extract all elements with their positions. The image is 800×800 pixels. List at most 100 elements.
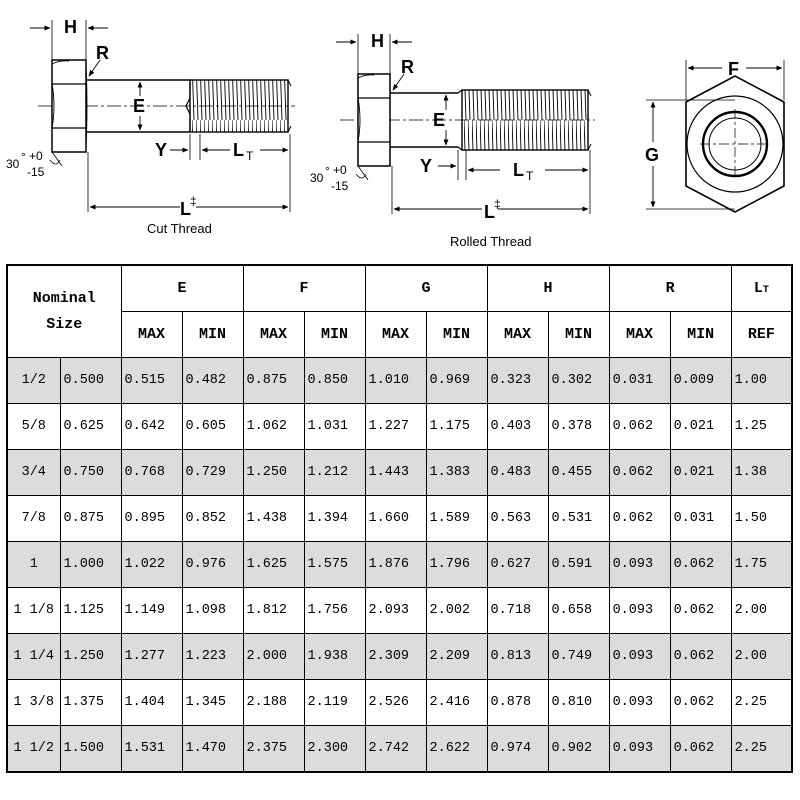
rolled-lt-sub: T xyxy=(526,169,534,183)
cell-r-min: 0.021 xyxy=(669,449,732,496)
rolled-thread-labels: H R E Y L T L ‡ 30 ° +0 -15 Rolled Threa… xyxy=(310,31,534,249)
cell-r-min: 0.009 xyxy=(669,357,732,404)
hex-head-view xyxy=(646,60,785,213)
cell-r-max: 0.093 xyxy=(608,541,671,588)
cell-f-max: 1.062 xyxy=(242,403,305,450)
cell-decimal: 1.125 xyxy=(59,587,122,634)
cell-e-max: 1.277 xyxy=(120,633,183,680)
cell-h-max: 0.403 xyxy=(486,403,549,450)
cell-size: 1 1/4 xyxy=(6,633,61,680)
cell-f-max: 2.000 xyxy=(242,633,305,680)
cell-decimal: 1.375 xyxy=(59,679,122,726)
cell-size: 1/2 xyxy=(6,357,61,404)
cell-f-max: 1.625 xyxy=(242,541,305,588)
rolled-caption: Rolled Thread xyxy=(450,234,531,249)
cell-g-min: 2.622 xyxy=(425,725,488,773)
cell-lt-ref: 1.00 xyxy=(730,357,793,404)
cell-h-max: 0.563 xyxy=(486,495,549,542)
cut-thread-labels: H R E Y L T L ‡ 30 ° +0 -15 Cut Thread xyxy=(6,17,254,236)
cell-decimal: 1.500 xyxy=(59,725,122,773)
cell-g-min: 1.589 xyxy=(425,495,488,542)
table-row: 1 1/4 1.250 1.277 1.223 2.000 1.938 2.30… xyxy=(6,633,793,680)
cell-decimal: 0.500 xyxy=(59,357,122,404)
table-row: 3/4 0.750 0.768 0.729 1.250 1.212 1.443 … xyxy=(6,449,793,496)
cut-l-mark: ‡ xyxy=(190,194,197,208)
cell-h-max: 0.813 xyxy=(486,633,549,680)
rolled-r-label: R xyxy=(401,57,414,77)
cell-f-min: 1.394 xyxy=(303,495,366,542)
rolled-angle-plus: +0 xyxy=(333,163,347,177)
cell-h-max: 0.323 xyxy=(486,357,549,404)
header-h-max: MAX xyxy=(486,311,549,358)
cell-h-max: 0.627 xyxy=(486,541,549,588)
cell-h-max: 0.974 xyxy=(486,725,549,773)
header-f: F xyxy=(242,264,366,312)
cell-e-min: 0.729 xyxy=(181,449,244,496)
cell-e-min: 1.098 xyxy=(181,587,244,634)
header-nominal-size: Nominal Size xyxy=(6,264,122,358)
cut-lt-sub: T xyxy=(246,149,254,163)
header-lt-ref: REF xyxy=(730,311,793,358)
rolled-angle-label: 30 xyxy=(310,171,324,185)
rolled-angle-minus: -15 xyxy=(331,179,349,193)
header-f-max: MAX xyxy=(242,311,305,358)
header-h-min: MIN xyxy=(547,311,610,358)
header-lt-main: L xyxy=(753,280,763,297)
header-r: R xyxy=(608,264,732,312)
cell-e-max: 0.768 xyxy=(120,449,183,496)
rolled-angle-deg: ° xyxy=(325,164,330,178)
cell-f-min: 1.575 xyxy=(303,541,366,588)
cell-r-min: 0.021 xyxy=(669,403,732,450)
cell-r-min: 0.062 xyxy=(669,725,732,773)
cell-size: 3/4 xyxy=(6,449,61,496)
cell-h-min: 0.302 xyxy=(547,357,610,404)
cell-g-max: 2.309 xyxy=(364,633,427,680)
bolt-diagrams: H R E Y L T L ‡ 30 ° +0 -15 Cut Thread xyxy=(0,0,800,262)
cell-e-min: 1.470 xyxy=(181,725,244,773)
cell-h-min: 0.749 xyxy=(547,633,610,680)
cell-g-min: 0.969 xyxy=(425,357,488,404)
cut-y-label: Y xyxy=(155,140,167,160)
header-e: E xyxy=(120,264,244,312)
cell-e-max: 1.022 xyxy=(120,541,183,588)
table-row: 1 3/8 1.375 1.404 1.345 2.188 2.119 2.52… xyxy=(6,679,793,726)
cell-size: 1 1/8 xyxy=(6,587,61,634)
header-g-min: MIN xyxy=(425,311,488,358)
cell-g-max: 1.876 xyxy=(364,541,427,588)
cell-f-max: 2.375 xyxy=(242,725,305,773)
cut-thread-bolt xyxy=(30,20,295,212)
cell-f-max: 1.438 xyxy=(242,495,305,542)
cell-g-max: 2.526 xyxy=(364,679,427,726)
cut-caption: Cut Thread xyxy=(147,221,212,236)
cell-size: 7/8 xyxy=(6,495,61,542)
cell-r-max: 0.093 xyxy=(608,587,671,634)
cell-r-max: 0.062 xyxy=(608,403,671,450)
cell-g-max: 1.010 xyxy=(364,357,427,404)
cell-e-min: 0.852 xyxy=(181,495,244,542)
table-row: 5/8 0.625 0.642 0.605 1.062 1.031 1.227 … xyxy=(6,403,793,450)
cell-r-max: 0.093 xyxy=(608,633,671,680)
cell-r-max: 0.093 xyxy=(608,679,671,726)
cell-f-min: 1.938 xyxy=(303,633,366,680)
cell-size: 1 1/2 xyxy=(6,725,61,773)
cell-f-min: 1.212 xyxy=(303,449,366,496)
rolled-l-label: L xyxy=(484,202,495,222)
cell-lt-ref: 1.50 xyxy=(730,495,793,542)
cell-decimal: 1.000 xyxy=(59,541,122,588)
cut-lt-label: L xyxy=(233,140,244,160)
cell-f-min: 1.031 xyxy=(303,403,366,450)
cell-e-min: 0.605 xyxy=(181,403,244,450)
header-f-min: MIN xyxy=(303,311,366,358)
cell-g-min: 1.175 xyxy=(425,403,488,450)
cell-h-min: 0.378 xyxy=(547,403,610,450)
cell-g-min: 2.002 xyxy=(425,587,488,634)
cell-lt-ref: 2.00 xyxy=(730,633,793,680)
cell-h-min: 0.455 xyxy=(547,449,610,496)
cell-f-max: 1.250 xyxy=(242,449,305,496)
cell-r-min: 0.062 xyxy=(669,587,732,634)
cell-lt-ref: 2.00 xyxy=(730,587,793,634)
cut-angle-label: 30 xyxy=(6,157,20,171)
cell-g-min: 2.416 xyxy=(425,679,488,726)
cell-f-max: 2.188 xyxy=(242,679,305,726)
cell-r-min: 0.062 xyxy=(669,633,732,680)
